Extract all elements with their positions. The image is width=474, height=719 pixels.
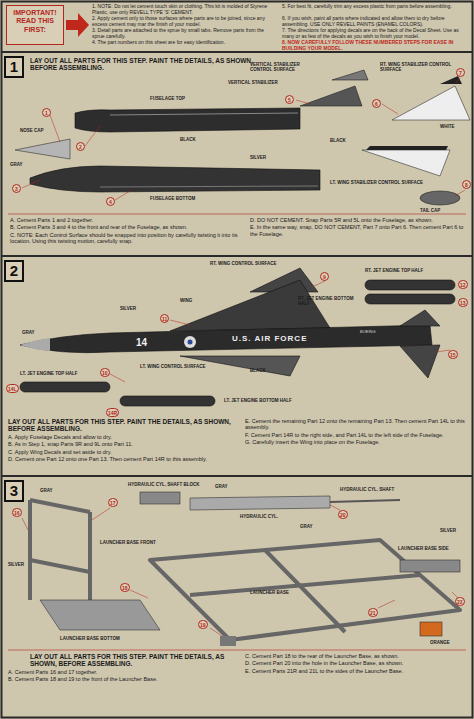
part-name: LT. WING STABILIZER CONTROL SURFACE — [330, 180, 430, 185]
node-text: 3 — [6, 482, 22, 500]
callout-number: 22 — [455, 597, 465, 606]
callout-number: 7 — [456, 68, 465, 77]
instruction-text: C. NOTE: Each Control Surface should be … — [10, 232, 240, 245]
paint-color: BLACK — [180, 137, 196, 142]
paint-color: SILVER — [8, 562, 24, 567]
instruction-text: E. Cement Parts 21R and 21L to the sides… — [245, 668, 467, 674]
note-text: 4. The part numbers on this sheet are fo… — [92, 40, 270, 46]
callout-number: 14L — [6, 384, 19, 393]
callout-number: 8 — [462, 180, 471, 189]
instruction-text: E. In the same way, snap, DO NOT CEMENT,… — [250, 224, 466, 237]
part-name: FUSELAGE BOTTOM — [150, 196, 212, 201]
node-text: 2 — [6, 262, 22, 280]
paint-color: WHITE — [440, 124, 455, 129]
callout-number: 5 — [285, 95, 294, 104]
decal-text: 14 — [136, 337, 147, 349]
instruction-text: F. Cement Part 14R to the right side, an… — [245, 432, 467, 438]
paint-color: SILVER — [440, 528, 456, 533]
instruction-text: A. Apply Fuselage Decals and allow to dr… — [8, 434, 238, 440]
part-name: LAUNCHER BASE SIDE — [398, 546, 468, 551]
instruction-text: C. Apply Wing Decals and set aside to dr… — [8, 449, 238, 455]
callout-number: 20 — [338, 510, 348, 519]
part-name: LT. JET ENGINE TOP HALF — [20, 371, 100, 376]
note-text: 6. If you wish, paint all parts where in… — [282, 16, 470, 28]
instruction-text: B. As in Step 1, snap Parts 9R and 9L on… — [8, 441, 238, 447]
paint-color: GRAY — [300, 524, 313, 529]
step-heading: LAY OUT ALL PARTS FOR THIS STEP. PAINT T… — [30, 57, 270, 72]
instruction-text: A. Cement Parts 16 and 17 together. — [8, 669, 238, 675]
instruction-text: A. Cement Parts 1 and 2 together. — [10, 217, 240, 223]
part-name: LAUNCHER BASE BOTTOM — [60, 636, 140, 641]
decal-text: BOEING — [360, 330, 376, 335]
callout-number: 18 — [120, 583, 130, 592]
part-name: RT. JET ENGINE TOP HALF — [365, 268, 465, 273]
callout-number: 2 — [76, 142, 85, 151]
instruction-text: C. Cement Part 18 to the rear of the Lau… — [245, 653, 467, 659]
part-name: HYDRAULIC CYL. SHAFT — [340, 487, 410, 492]
instruction-text: D. Cement Part 20 into the hole in the L… — [245, 660, 467, 666]
note-text: 3. Detail parts are attached to the spru… — [92, 28, 270, 40]
instruction-text: E. Cement the remaining Part 12 onto the… — [245, 418, 467, 431]
step-number: 3 — [4, 480, 24, 502]
step-heading: LAY OUT ALL PARTS FOR THIS STEP. PAINT T… — [8, 418, 238, 433]
callout-number: 14R — [106, 408, 119, 417]
callout-number: 16 — [12, 508, 22, 517]
paint-color: SILVER — [120, 306, 136, 311]
part-name: LAUNCHER BASE — [250, 590, 300, 595]
callout-number: 9 — [320, 272, 329, 281]
callout-number: 6 — [372, 99, 381, 108]
callout-number: 15 — [448, 350, 458, 359]
part-name: RT. WING CONTROL SURFACE — [210, 261, 300, 266]
note-text: 2. Apply cement only to those surfaces w… — [92, 16, 270, 28]
callout-number: 21 — [368, 608, 378, 617]
paint-color: GRAY — [215, 484, 228, 489]
part-name: VERTICAL STABILIZER CONTROL SURFACE — [250, 62, 320, 72]
paint-color: BLACK — [250, 368, 266, 373]
step-number: 2 — [4, 260, 24, 282]
part-name: LAUNCHER BASE FRONT — [100, 540, 170, 545]
important-box: IMPORTANT! READ THIS FIRST: — [6, 5, 64, 45]
part-name: LT. JET ENGINE BOTTOM HALF — [224, 398, 319, 403]
part-name: WING — [180, 298, 210, 303]
part-name: HYDRAULIC CYL. SHAFT BLOCK — [128, 482, 208, 487]
callout-number: 1 — [42, 108, 51, 117]
instruction-text: B. Cement Parts 18 and 19 to the front o… — [8, 676, 238, 682]
paint-color: GRAY — [22, 330, 35, 335]
callout-number: 3 — [12, 184, 21, 193]
callout-number: 19 — [198, 620, 208, 629]
step-heading: LAY OUT ALL PARTS FOR THIS STEP. PAINT T… — [30, 653, 240, 668]
paint-color: BLACK — [330, 138, 346, 143]
part-name: HYDRAULIC CYL. — [240, 514, 290, 519]
instruction-text: B. Cement Parts 3 and 4 to the front and… — [10, 224, 240, 230]
instruction-text: D. Cement one Part 12 onto one Part 13. … — [8, 456, 238, 462]
instruction-text: D. DO NOT CEMENT. Snap Parts 5R and 5L o… — [250, 217, 466, 223]
paint-color: GRAY — [10, 162, 23, 167]
part-name: LT. WING CONTROL SURFACE — [140, 364, 235, 369]
callout-number: 12 — [458, 280, 468, 289]
note-text: 5. For best fit, carefully trim any exce… — [282, 4, 470, 10]
note-text: 7. The directions for applying decals ar… — [282, 28, 470, 40]
step-number: 1 — [4, 56, 24, 78]
decal-text: U.S. AIR FORCE — [232, 334, 307, 343]
paint-color: ORANGE — [430, 640, 450, 645]
part-name: NOSE CAP — [20, 128, 60, 133]
paint-color: GRAY — [40, 488, 53, 493]
callout-number: 4 — [106, 197, 115, 206]
callout-number: 13 — [458, 298, 468, 307]
note-text: 1. NOTE: Do not let cement touch skin or… — [92, 4, 270, 16]
callout-number: 11 — [160, 314, 169, 323]
instruction-text: G. Carefully insert the Wing into place … — [245, 439, 467, 445]
part-name: FUSELAGE TOP — [150, 96, 205, 101]
paint-color: SILVER — [250, 155, 266, 160]
node-text: 1 — [6, 58, 22, 76]
note-text: 8. NOW CAREFULLY FOLLOW THESE NUMBERED S… — [282, 40, 470, 52]
node-text: IMPORTANT! READ THIS FIRST: — [9, 9, 61, 34]
callout-number: 10 — [100, 368, 110, 377]
callout-number: 17 — [108, 498, 118, 507]
part-name: VERTICAL STABILIZER — [228, 80, 280, 85]
part-name: TAIL CAP — [420, 208, 460, 213]
part-name: RT. JET ENGINE BOTTOM HALF — [298, 296, 360, 306]
